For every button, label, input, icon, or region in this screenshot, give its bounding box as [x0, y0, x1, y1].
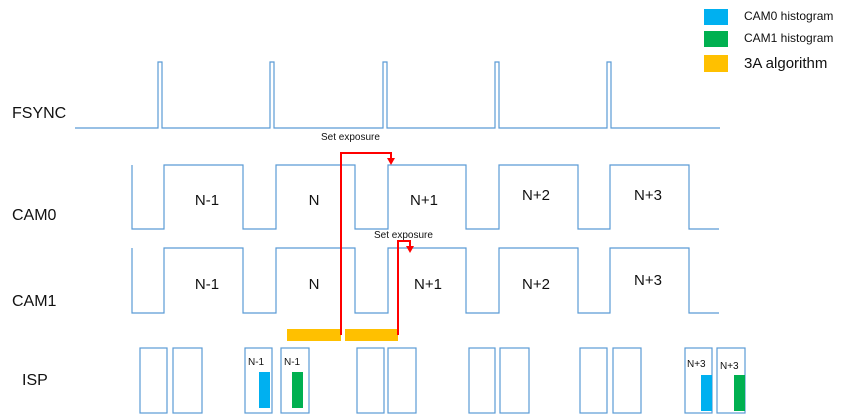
set-exposure-label-cam0: Set exposure	[321, 132, 380, 143]
cam1-frame-label: N-1	[195, 276, 219, 293]
isp-waveform	[139, 347, 746, 414]
isp-block	[612, 347, 642, 414]
isp-block	[468, 347, 496, 414]
isp-block	[387, 347, 417, 414]
set-exposure-label-cam1: Set exposure	[374, 230, 433, 241]
set-exposure-arrow-cam1-head	[406, 246, 414, 253]
cam0-histogram-bar	[259, 372, 270, 408]
fsync-waveform	[75, 61, 720, 129]
3a-algorithm-bar	[345, 329, 398, 341]
set-exposure-arrow-cam1	[397, 240, 411, 335]
legend: CAM0 histogram CAM1 histogram 3A algorit…	[704, 9, 833, 72]
cam1-frame-label: N+1	[414, 276, 442, 293]
isp-block	[499, 347, 530, 414]
cam0-frame-label: N+1	[410, 192, 438, 209]
set-exposure-arrow-cam0-head	[387, 158, 395, 165]
cam0-frame-label: N+2	[522, 187, 550, 204]
legend-swatch-cam1-histogram	[704, 31, 728, 47]
isp-block	[244, 347, 273, 414]
cam1-frame-label: N+2	[522, 276, 550, 293]
3a-algorithm-bar	[287, 329, 341, 341]
row-label-isp: ISP	[22, 372, 48, 389]
set-exposure-arrow-cam0	[340, 152, 392, 335]
cam0-waveform	[131, 164, 719, 230]
isp-frame-tag: N+3	[687, 359, 706, 370]
cam0-histogram-bar	[701, 375, 712, 411]
isp-frame-tag: N-1	[284, 357, 301, 368]
cam1-waveform	[131, 247, 719, 314]
row-label-fsync: FSYNC	[12, 105, 66, 122]
isp-frame-tag: N-1	[248, 357, 265, 368]
legend-swatch-3a-algorithm	[704, 55, 728, 72]
legend-swatch-cam0-histogram	[704, 9, 728, 25]
isp-frame-tag: N+3	[720, 361, 739, 372]
cam0-frame-label: N-1	[195, 192, 219, 209]
isp-block	[280, 347, 310, 414]
row-label-cam1: CAM1	[12, 293, 57, 310]
legend-label-cam1-histogram: CAM1 histogram	[744, 31, 833, 45]
isp-block	[579, 347, 608, 414]
cam1-frame-label: N+3	[634, 272, 662, 289]
isp-block	[172, 347, 203, 414]
row-label-cam0: CAM0	[12, 207, 57, 224]
isp-block	[139, 347, 168, 414]
cam1-histogram-bar	[292, 372, 303, 408]
legend-label-cam0-histogram: CAM0 histogram	[744, 9, 833, 23]
isp-block	[356, 347, 385, 414]
cam0-frame-label: N	[309, 192, 320, 209]
legend-label-3a-algorithm: 3A algorithm	[744, 55, 827, 72]
cam1-histogram-bar	[734, 375, 745, 411]
cam1-frame-label: N	[309, 276, 320, 293]
cam0-frame-label: N+3	[634, 187, 662, 204]
